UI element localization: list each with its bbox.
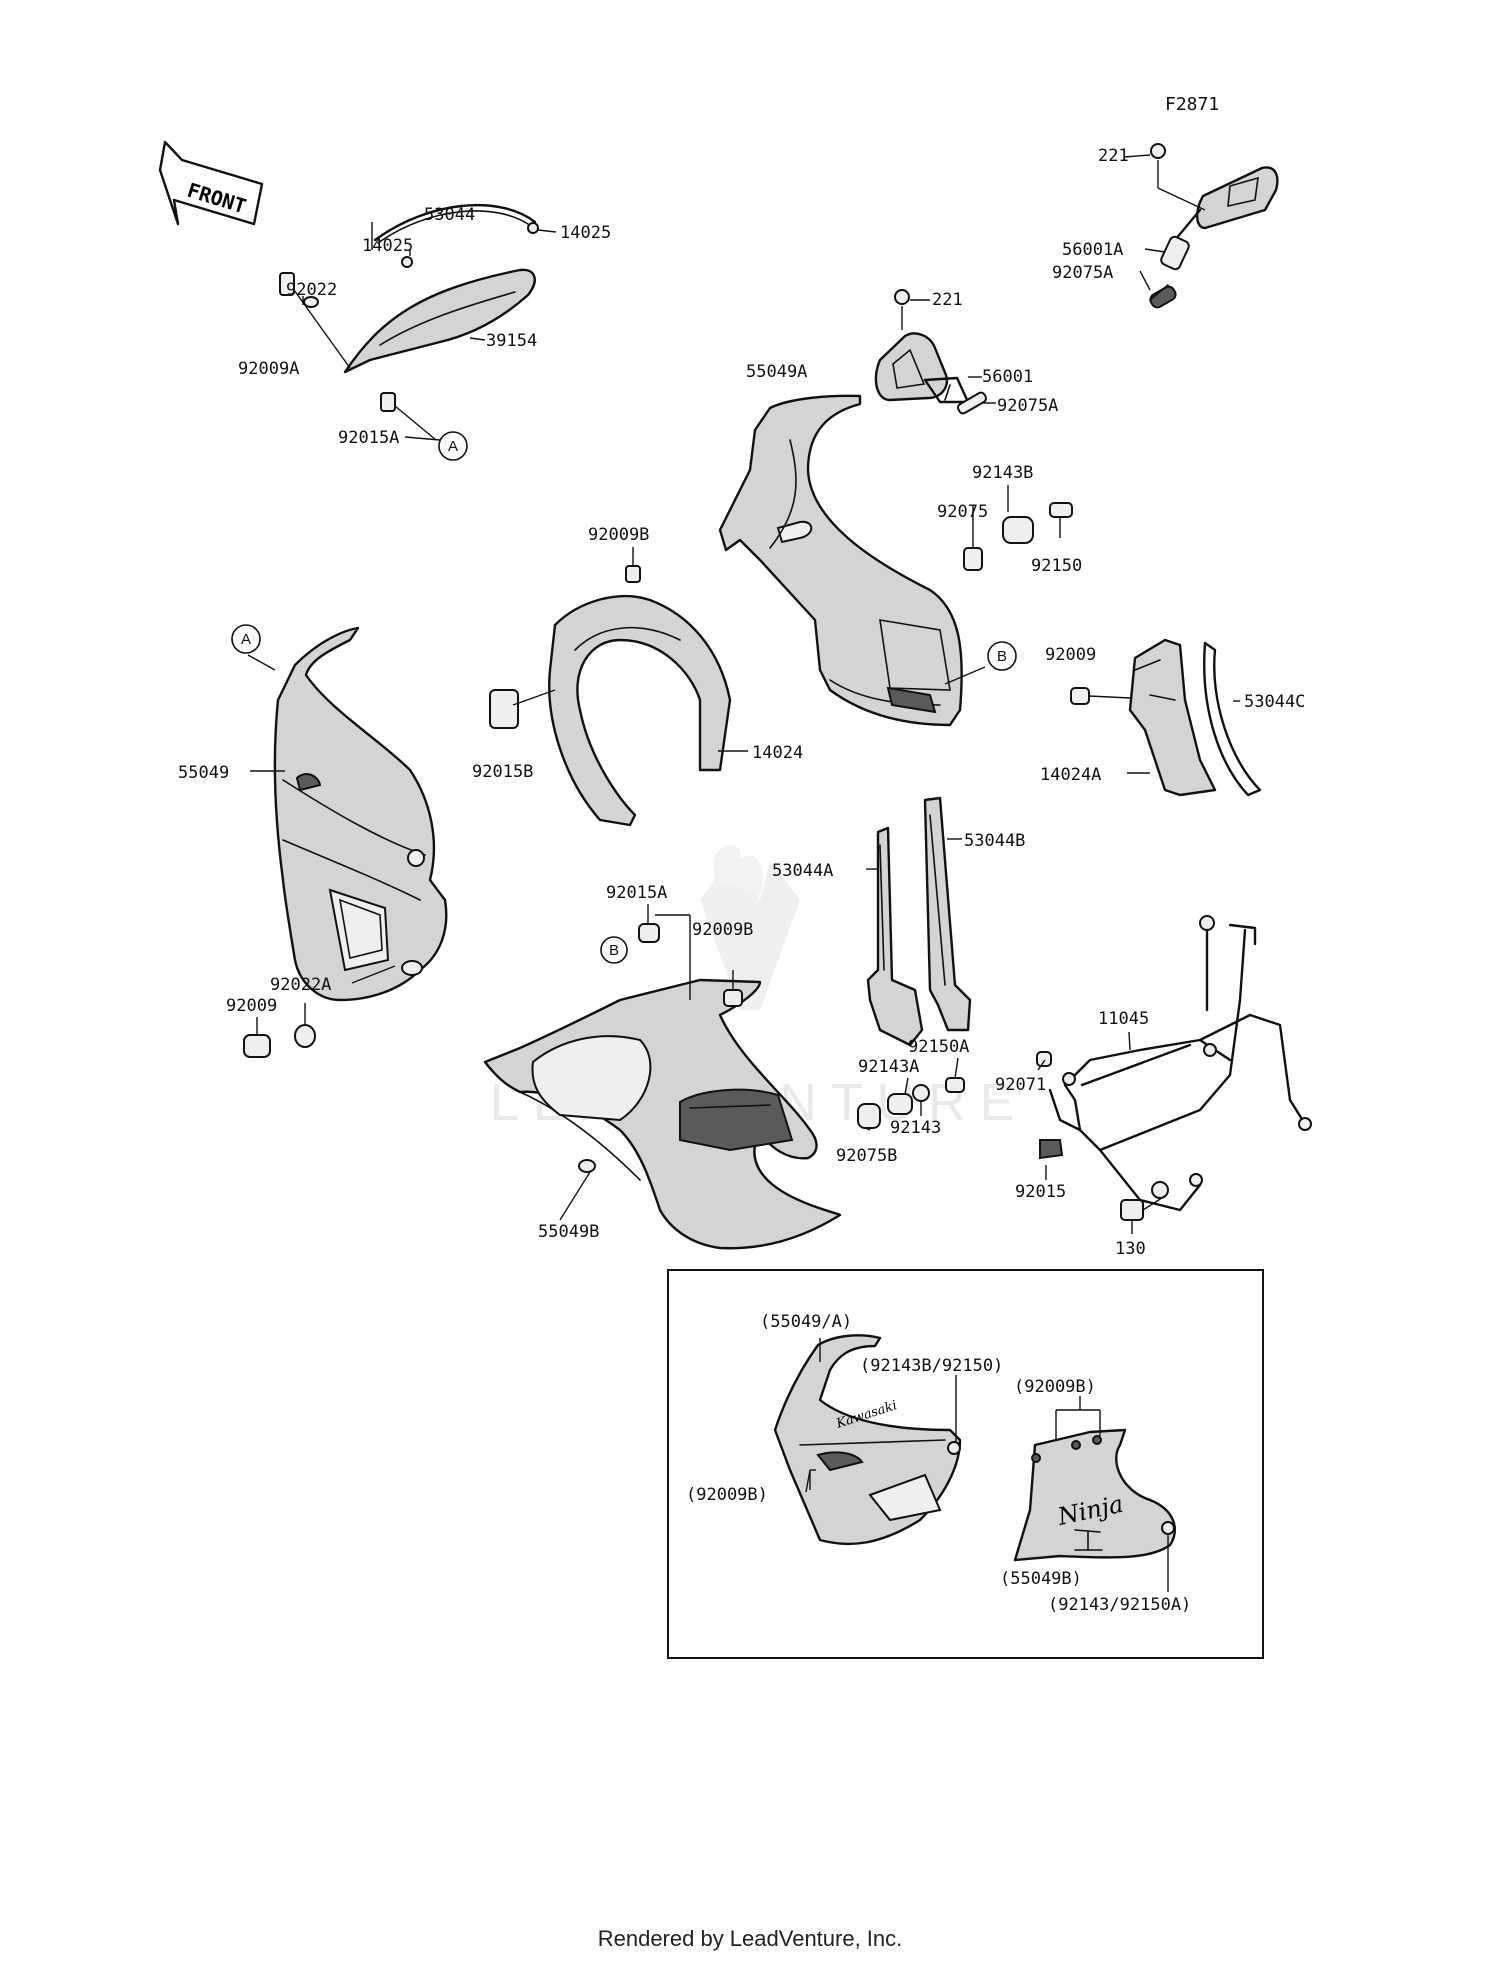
part-label: 92075 <box>937 502 988 522</box>
nut-92015a-icon <box>380 392 396 412</box>
fasteners-92075-92143b-92150 <box>963 502 1073 571</box>
svg-text:B: B <box>997 648 1007 665</box>
screw-92150a-icon <box>945 1077 965 1093</box>
part-label: 92075B <box>836 1146 897 1166</box>
part-label: 14024 <box>752 743 803 763</box>
part-label: 92150 <box>1031 556 1082 576</box>
inset-label: (55049/A) <box>760 1312 852 1332</box>
part-label: 92015A <box>606 883 667 903</box>
part-label: 55049B <box>538 1222 599 1242</box>
part-label: 56001A <box>1062 240 1123 260</box>
callout-b-low: B <box>600 936 628 964</box>
part-label: 53044C <box>1244 692 1305 712</box>
part-label: 11045 <box>1098 1009 1149 1029</box>
part-label: 92143 <box>890 1118 941 1138</box>
part-labels: 221 56001A 92075A 221 56001 92075A 53044… <box>178 146 1305 1259</box>
left-fairing-55049 <box>273 626 448 1002</box>
part-label: 14025 <box>560 223 611 243</box>
screw-92009b-mid-icon <box>723 989 743 1007</box>
clip-92015b-icon <box>489 689 519 729</box>
part-label: 221 <box>1098 146 1129 166</box>
grommet-92143b-icon <box>1002 516 1034 544</box>
screw-92150-icon <box>1049 502 1073 518</box>
nut-92071-icon <box>1036 1051 1052 1067</box>
part-label: 53044A <box>772 861 833 881</box>
fairing-mount-icon <box>407 849 425 867</box>
mirror-middle <box>874 289 988 415</box>
part-label: 92075A <box>1052 263 1113 283</box>
part-label: 221 <box>932 290 963 310</box>
grommet-92075-icon <box>963 547 983 571</box>
part-label: 14025 <box>362 236 413 256</box>
part-label: 92075A <box>997 396 1058 416</box>
svg-text:B: B <box>609 942 619 959</box>
inset-label: (92143B/92150) <box>860 1356 1003 1376</box>
part-label: 14024A <box>1040 765 1101 785</box>
screw-14025-right-icon <box>527 222 539 234</box>
grommet-92075a-mid-icon <box>956 391 988 415</box>
part-label: 130 <box>1115 1239 1146 1259</box>
inset-box: Kawasaki Ninja (55049/A) (92143B/92150) … <box>667 1269 1264 1659</box>
part-label: 92015A <box>338 428 399 448</box>
screw-14025-left-icon <box>401 256 413 268</box>
part-label: 92150A <box>908 1037 969 1057</box>
part-label: 53044 <box>424 205 475 225</box>
part-label: 39154 <box>486 331 537 351</box>
svg-text:A: A <box>448 438 458 455</box>
part-label: 92022 <box>286 280 337 300</box>
part-label: 92009B <box>692 920 753 940</box>
bolt-130-icon <box>1120 1199 1144 1221</box>
part-label: 92009 <box>1045 645 1096 665</box>
screw-92009b-top-icon <box>625 565 641 583</box>
front-arrow: FRONT <box>158 140 264 226</box>
bolt-92009-left-icon <box>243 1034 271 1058</box>
part-label: 92143B <box>972 463 1033 483</box>
inset-grommet-icon <box>947 1441 961 1455</box>
grommet-92143a-icon <box>887 1093 913 1115</box>
trim-53044a <box>866 826 924 1047</box>
windshield-assembly <box>279 203 539 412</box>
footer-credit: Rendered by LeadVenture, Inc. <box>597 1926 903 1951</box>
side-panel-14024a <box>1070 638 1262 797</box>
part-label: 92071 <box>995 1075 1046 1095</box>
screw-221-mid-icon <box>894 289 910 305</box>
figure-code: F2871 <box>1165 94 1220 115</box>
part-label: 92015 <box>1015 1182 1066 1202</box>
grommet-92075b-icon <box>857 1103 881 1129</box>
part-label: 53044B <box>964 831 1025 851</box>
upper-cowl-55049a <box>718 394 963 727</box>
part-label: 56001 <box>982 367 1033 387</box>
washer-92022-icon <box>303 296 319 308</box>
washer-92022a-icon <box>294 1024 316 1048</box>
part-label: 92009A <box>238 359 299 379</box>
part-label: 55049 <box>178 763 229 783</box>
callout-b-mid: B <box>987 641 1017 671</box>
part-label: 92143A <box>858 1057 919 1077</box>
screw-221-top-icon <box>1150 143 1166 159</box>
washer-92143-icon <box>912 1084 930 1102</box>
part-label: 92015B <box>472 762 533 782</box>
trim-53044b <box>923 796 972 1032</box>
part-label: 55049A <box>746 362 807 382</box>
inset-label: (92009B) <box>686 1485 768 1505</box>
screw-92009-right-icon <box>1070 687 1090 705</box>
bracket-11045 <box>1036 915 1312 1221</box>
inset-label: (55049B) <box>1000 1569 1082 1589</box>
part-label: 92022A <box>270 975 331 995</box>
callout-a-top: A <box>404 431 468 461</box>
callout-a-left: A <box>231 624 261 654</box>
bolt-92009a-icon <box>279 272 295 296</box>
svg-text:A: A <box>241 631 251 648</box>
lower-fairing-55049b <box>483 978 842 1250</box>
fasteners-lower <box>857 1077 965 1129</box>
inner-panel-14024 <box>489 565 732 827</box>
inset-label: (92009B) <box>1014 1377 1096 1397</box>
part-label: 92009 <box>226 996 277 1016</box>
inset-label: (92143/92150A) <box>1048 1595 1191 1615</box>
mirror-upper <box>1149 143 1279 309</box>
part-label: 92009B <box>588 525 649 545</box>
clip-92015a-mid-icon <box>638 923 660 943</box>
